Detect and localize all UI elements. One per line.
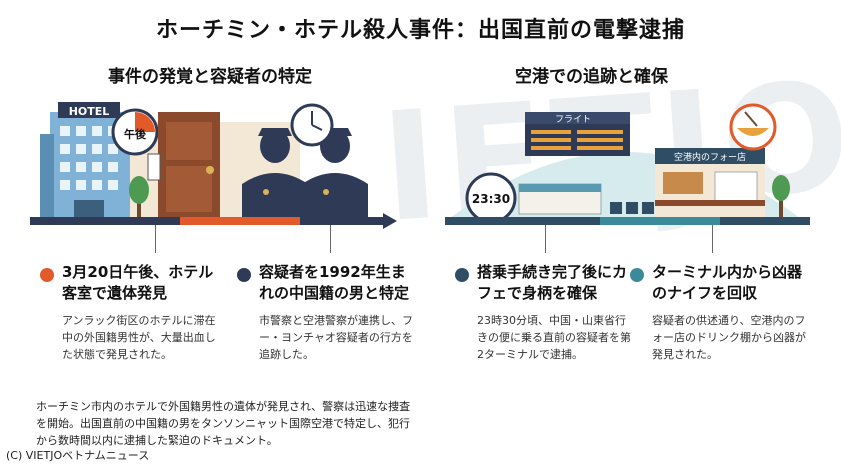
seats-icon: [610, 202, 654, 214]
clock-icon: 午後: [111, 108, 159, 156]
connector-line: [545, 225, 546, 253]
item-heading: 搭乗手続き完了後にカフェで身柄を確保: [477, 263, 628, 302]
shop-sign-text: 空港内のフォー店: [674, 151, 746, 163]
timeline-arrow: [383, 213, 397, 229]
hotel-scene-illustration: HOTEL 午後: [30, 92, 390, 222]
copyright-credit: (C) VIETJOベトナムニュース: [6, 449, 150, 462]
item-heading: ターミナル内から凶器のナイフを回収: [652, 263, 803, 302]
wall-clock-icon: [290, 103, 334, 147]
boarding-pass-icon: [518, 183, 602, 215]
police-officers-icon: [242, 128, 368, 222]
item-body: 23時30分頃、中国・山東省行きの便に乗る直前の容疑者を第2ターミナルで逮捕。: [477, 314, 631, 361]
item-heading: 3月20日午後、ホテル客室で遺体発見: [62, 263, 214, 302]
item-body: 容疑者の供述通り、空港内のフォー店のドリンク棚から凶器が発見された。: [652, 314, 806, 361]
item-body: アンラック街区のホテルに滞在中の外国籍男性が、大量出血した状態で発見された。: [62, 314, 216, 361]
summary-text: ホーチミン市内のホテルで外国籍男性の遺体が発見され、警察は迅速な捜査を開始。出国…: [36, 400, 411, 447]
timeline-item-3: 搭乗手続き完了後にカフェで身柄を確保 23時30分頃、中国・山東省行きの便に乗る…: [455, 262, 635, 363]
item-body: 市警察と空港警察が連携し、フー・ヨンチャオ容疑者の行方を追跡した。: [259, 314, 413, 361]
plant-icon: [772, 175, 790, 220]
timeline-highlight-right: [600, 217, 720, 225]
timeline-dot-icon: [630, 268, 644, 282]
connector-line: [712, 225, 713, 253]
timeline-dot-icon: [455, 268, 469, 282]
airport-clock-icon: 23:30: [465, 172, 517, 222]
timeline-item-4: ターミナル内から凶器のナイフを回収 容疑者の供述通り、空港内のフォー店のドリンク…: [630, 262, 810, 363]
clock-label: 午後: [124, 127, 147, 141]
connector-line: [155, 225, 156, 253]
section-title-left: 事件の発覚と容疑者の特定: [108, 67, 312, 87]
tree-icon: [129, 176, 149, 220]
airport-clock-time: 23:30: [472, 192, 510, 206]
timeline-highlight-left: [180, 217, 300, 225]
pho-shop-icon: 空港内のフォー店: [655, 148, 765, 222]
timeline-dot-icon: [237, 268, 251, 282]
section-title-right: 空港での追跡と確保: [515, 67, 668, 87]
airport-scene-illustration: フライト 23:30 空港内のフォー店: [445, 92, 805, 222]
hotel-building-icon: HOTEL: [40, 102, 130, 222]
hotel-sign-text: HOTEL: [69, 105, 110, 118]
flight-board-icon: フライト: [525, 112, 630, 156]
noodle-bowl-icon: [729, 103, 777, 151]
item-heading: 容疑者を1992年生まれの中国籍の男と特定: [259, 263, 410, 302]
timeline-dot-icon: [40, 268, 54, 282]
connector-line: [330, 225, 331, 253]
flight-board-label: フライト: [555, 114, 591, 125]
page-title: ホーチミン・ホテル殺人事件：出国直前の電撃逮捕: [155, 18, 685, 43]
door-icon: [147, 112, 220, 220]
timeline-item-2: 容疑者を1992年生まれの中国籍の男と特定 市警察と空港警察が連携し、フー・ヨン…: [237, 262, 417, 363]
timeline-item-1: 3月20日午後、ホテル客室で遺体発見 アンラック街区のホテルに滞在中の外国籍男性…: [40, 262, 220, 363]
